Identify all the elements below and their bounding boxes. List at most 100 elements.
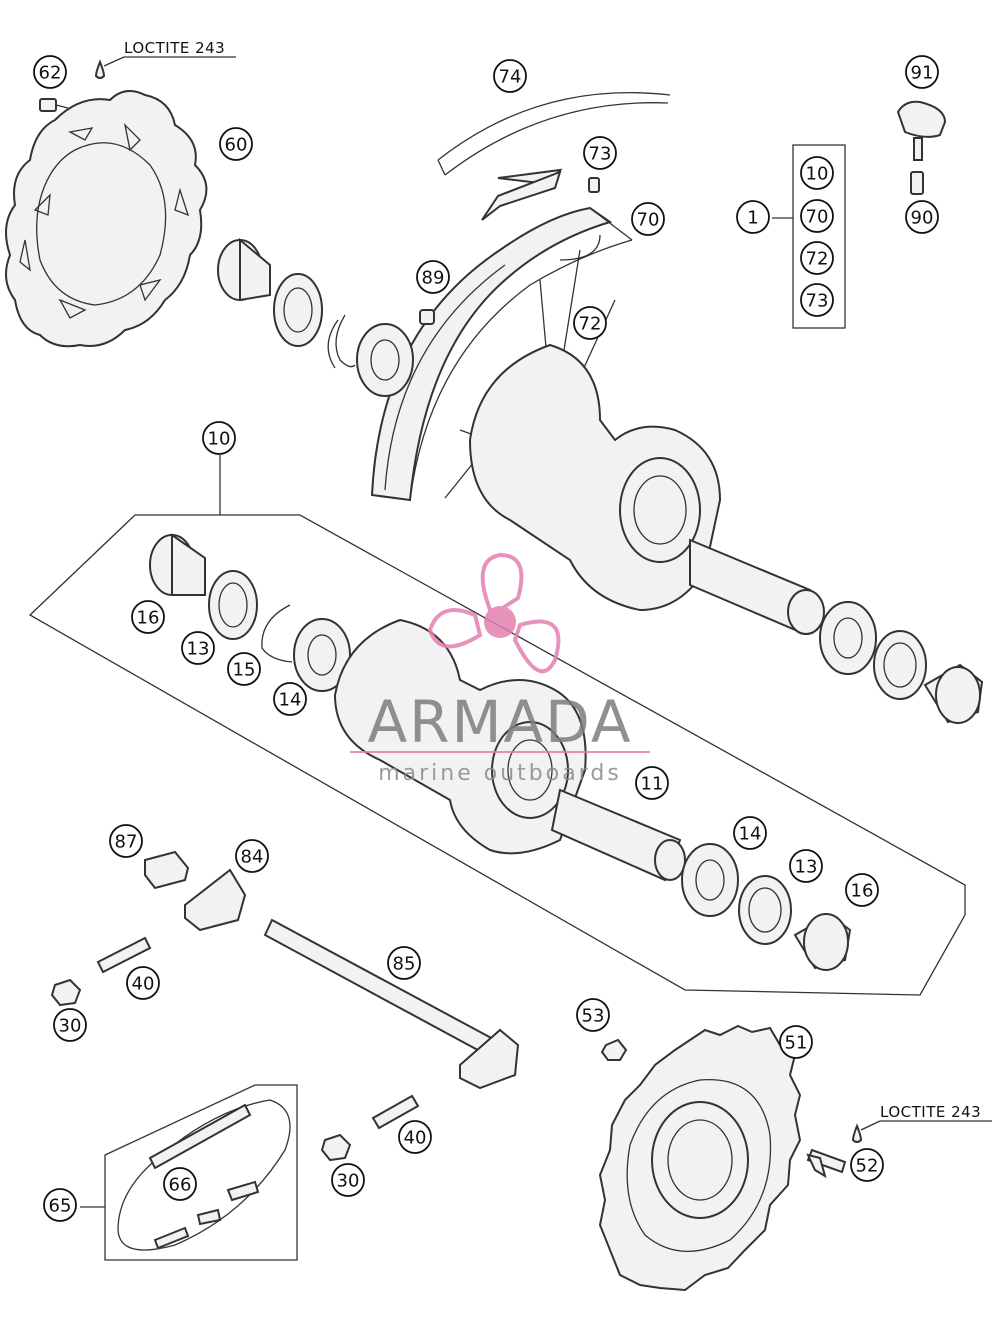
callout-number: 70 <box>806 207 829 228</box>
hub-group-box <box>28 514 966 996</box>
callout-number: 10 <box>208 429 231 450</box>
callout-circle <box>219 127 253 161</box>
callout-c1: 1 <box>736 200 770 234</box>
callout-circle <box>736 200 770 234</box>
callout-number: 11 <box>641 774 664 795</box>
callout-number: 73 <box>806 291 829 312</box>
rear-sprocket <box>598 1024 802 1292</box>
callout-c15: 15 <box>227 652 261 686</box>
callout-number: 16 <box>137 608 160 629</box>
callout-circle <box>845 873 879 907</box>
loctite-label-bottom: LOCTITE 243 <box>880 1103 981 1121</box>
callout-number: 72 <box>579 314 602 335</box>
callout-number: 30 <box>337 1171 360 1192</box>
callout-c70b: 70 <box>800 199 834 233</box>
callout-c16a: 16 <box>131 600 165 634</box>
callout-circle <box>163 1167 197 1201</box>
callout-number: 72 <box>806 249 829 270</box>
chain-adjuster-84 <box>184 868 247 932</box>
callout-c87: 87 <box>109 824 143 858</box>
callout-c73a: 73 <box>583 136 617 170</box>
callout-number: 52 <box>856 1156 879 1177</box>
callout-circle <box>33 55 67 89</box>
callout-number: 40 <box>404 1128 427 1149</box>
watermark: ARMADA marine outboards <box>350 552 650 786</box>
callout-number: 84 <box>241 847 264 868</box>
callout-number: 65 <box>49 1196 72 1217</box>
watermark-subtitle: marine outboards <box>378 761 622 786</box>
callout-circle <box>631 202 665 236</box>
callout-c30b: 30 <box>331 1163 365 1197</box>
callout-number: 91 <box>911 63 934 84</box>
callout-number: 60 <box>225 135 248 156</box>
callout-number: 74 <box>499 67 522 88</box>
chain-group-box <box>104 1084 298 1261</box>
callout-circle <box>493 59 527 93</box>
callout-circle <box>416 260 450 294</box>
callout-number: 90 <box>911 208 934 229</box>
disc-screw <box>39 98 69 112</box>
outer-bearing-set <box>819 601 984 724</box>
upper-bearing-set <box>217 237 414 397</box>
callout-c40a: 40 <box>126 966 160 1000</box>
adjust-screw-40b <box>371 1094 420 1130</box>
callout-number: 40 <box>132 974 155 995</box>
callout-number: 85 <box>393 954 416 975</box>
callout-circle <box>635 766 669 800</box>
callout-c13b: 13 <box>789 849 823 883</box>
sprocket-bolt-52 <box>806 1148 847 1179</box>
watermark-title: ARMADA <box>367 688 632 756</box>
callout-number: 66 <box>169 1175 192 1196</box>
callout-circle <box>387 946 421 980</box>
callout-circle <box>181 631 215 665</box>
callout-circle <box>800 241 834 275</box>
callout-circle <box>573 306 607 340</box>
callout-circle <box>131 600 165 634</box>
callout-number: 53 <box>582 1006 605 1027</box>
callout-circle <box>800 283 834 317</box>
loctite-drop-1 <box>94 56 236 79</box>
callout-c85: 85 <box>387 946 421 980</box>
callout-c91: 91 <box>905 55 939 89</box>
callout-c14a: 14 <box>273 682 307 716</box>
callout-number: 73 <box>589 144 612 165</box>
chain-loop <box>117 1099 291 1251</box>
callout-number: 14 <box>739 824 762 845</box>
callout-circle <box>733 816 767 850</box>
callout-circle <box>126 966 160 1000</box>
callout-c74: 74 <box>493 59 527 93</box>
callout-number: 16 <box>851 881 874 902</box>
callout-circle <box>779 1025 813 1059</box>
callout-c14b: 14 <box>733 816 767 850</box>
valve-cap <box>896 100 947 161</box>
callout-c10: 10 <box>202 421 236 455</box>
callout-number: 70 <box>637 210 660 231</box>
callout-number: 87 <box>115 832 138 853</box>
callout-circle <box>53 1008 87 1042</box>
callout-c62: 62 <box>33 55 67 89</box>
callout-c72a: 72 <box>573 306 607 340</box>
callout-c66: 66 <box>163 1167 197 1201</box>
callout-number: 10 <box>806 164 829 185</box>
callout-circle <box>43 1188 77 1222</box>
callout-c11: 11 <box>635 766 669 800</box>
callout-c72b: 72 <box>800 241 834 275</box>
callout-circle <box>398 1120 432 1154</box>
callout-number: 1 <box>747 208 758 229</box>
sprocket-nut-53 <box>600 1038 628 1061</box>
callout-circle <box>583 136 617 170</box>
hub-parts <box>149 533 852 971</box>
callout-circle <box>905 55 939 89</box>
nipple-89 <box>419 309 435 325</box>
nipple-73 <box>588 177 600 193</box>
nut-30a <box>50 978 82 1007</box>
callout-c90: 90 <box>905 200 939 234</box>
callout-number: 62 <box>39 63 62 84</box>
callout-c51: 51 <box>779 1025 813 1059</box>
callout-number: 13 <box>795 857 818 878</box>
valve-nut <box>910 171 924 195</box>
callout-circle <box>850 1148 884 1182</box>
kit-group-box <box>792 144 846 329</box>
callout-circle <box>227 652 261 686</box>
callout-c60: 60 <box>219 127 253 161</box>
